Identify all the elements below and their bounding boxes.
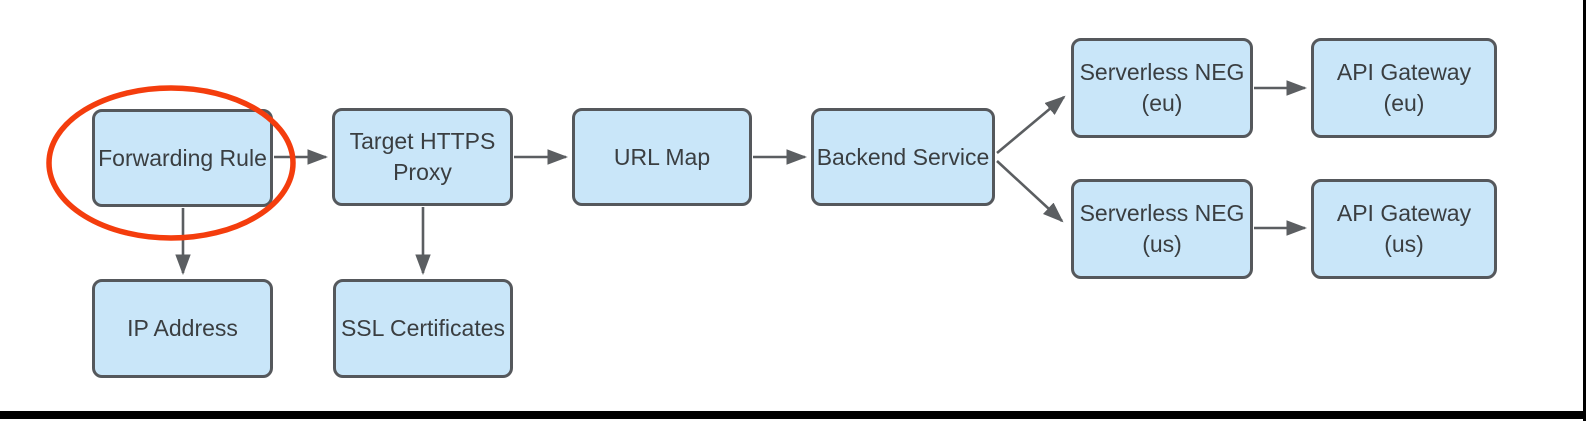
node-label: Forwarding Rule [98, 144, 267, 171]
window-right-edge [1583, 0, 1586, 421]
node-serverless-neg-us[interactable]: Serverless NEG (us) [1071, 179, 1253, 279]
node-label: URL Map [613, 143, 711, 170]
node-label: API Gateway [1336, 59, 1472, 85]
node-label: (eu) [1141, 90, 1183, 116]
node-label: Backend Service [816, 143, 990, 170]
node-ip-address[interactable]: IP Address [92, 279, 273, 378]
node-label: Target HTTPS [349, 128, 496, 154]
node-label: (us) [1384, 231, 1424, 257]
node-ssl-certificates[interactable]: SSL Certificates [333, 279, 513, 378]
node-api-gateway-us[interactable]: API Gateway (us) [1311, 179, 1497, 279]
node-label: Serverless NEG [1079, 59, 1245, 85]
node-url-map[interactable]: URL Map [572, 108, 752, 206]
edge-backend-service-to-serverless-neg-us[interactable] [996, 160, 1064, 223]
node-label: IP Address [127, 315, 238, 341]
node-target-https-proxy[interactable]: Target HTTPS Proxy [332, 108, 513, 206]
node-label: (us) [1142, 231, 1182, 257]
node-label: (eu) [1383, 90, 1425, 116]
node-label: Proxy [393, 159, 452, 185]
node-serverless-neg-eu[interactable]: Serverless NEG (eu) [1071, 38, 1253, 138]
window-bottom-edge [0, 411, 1586, 419]
edge-backend-service-to-serverless-neg-eu[interactable] [996, 95, 1066, 154]
node-label: API Gateway [1336, 200, 1472, 226]
node-label: SSL Certificates [340, 315, 506, 341]
node-api-gateway-eu[interactable]: API Gateway (eu) [1311, 38, 1497, 138]
node-backend-service[interactable]: Backend Service [811, 108, 995, 206]
node-forwarding-rule[interactable]: Forwarding Rule [92, 109, 273, 207]
node-label: Serverless NEG [1079, 200, 1245, 226]
